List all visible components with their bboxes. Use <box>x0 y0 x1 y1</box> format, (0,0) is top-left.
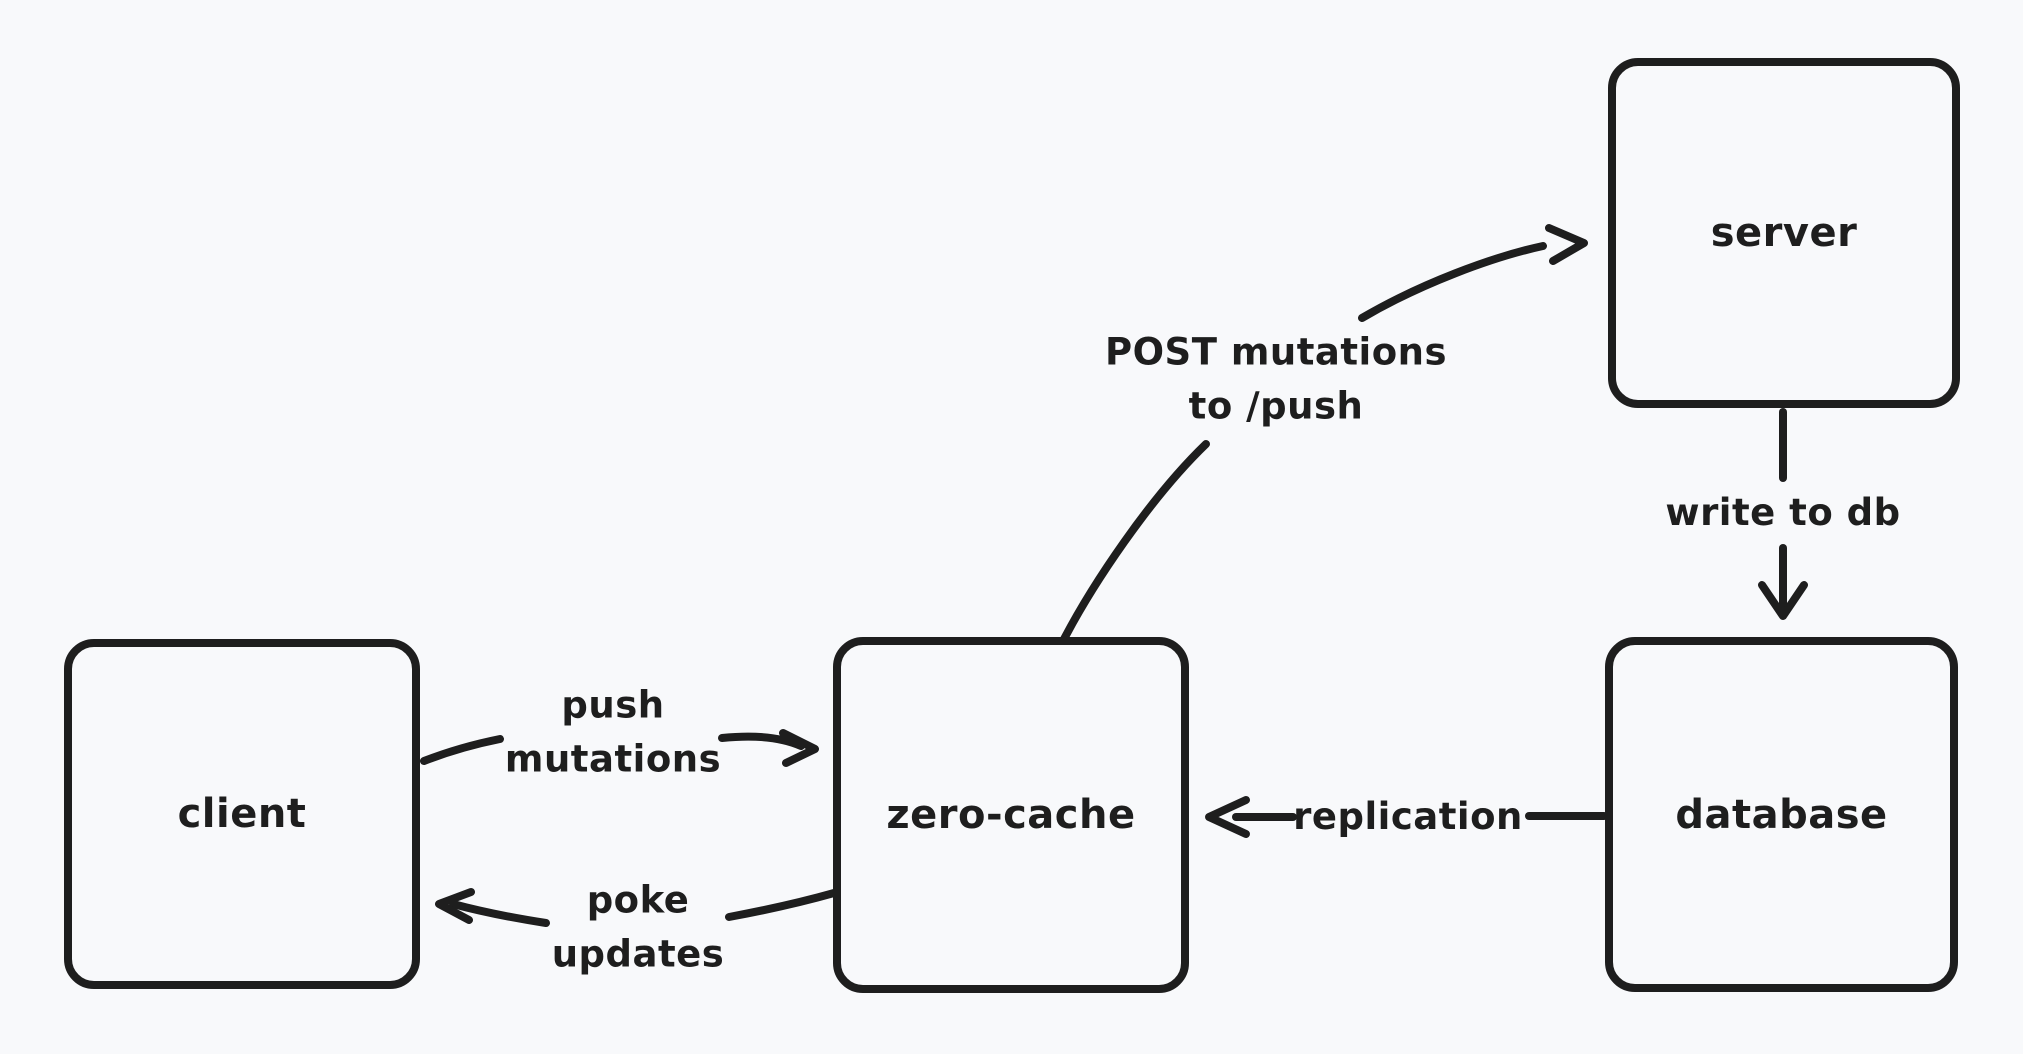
node-client-label: client <box>177 791 307 837</box>
node-client: client <box>64 639 420 989</box>
node-database: database <box>1605 637 1958 992</box>
node-zero-cache: zero-cache <box>833 637 1189 993</box>
edge-label-push-mutations: push mutations <box>504 683 722 780</box>
node-server-label: server <box>1710 210 1858 256</box>
arrow-post-mutations <box>1059 224 1588 645</box>
arrow-replication <box>1205 796 1608 838</box>
arrow-push-mutations <box>420 729 819 767</box>
edge-label-replication: replication <box>1293 795 1523 839</box>
node-server: server <box>1608 58 1960 408</box>
edge-label-write-to-db: write to db <box>1665 491 1901 535</box>
edge-label-poke-updates: poke updates <box>551 878 725 975</box>
edge-label-post-mutations: POST mutations to /push <box>1104 330 1448 427</box>
arrow-poke-updates <box>435 888 838 927</box>
node-zero-cache-label: zero-cache <box>886 792 1136 838</box>
node-database-label: database <box>1675 791 1888 838</box>
arrow-write-to-db <box>1758 408 1808 620</box>
